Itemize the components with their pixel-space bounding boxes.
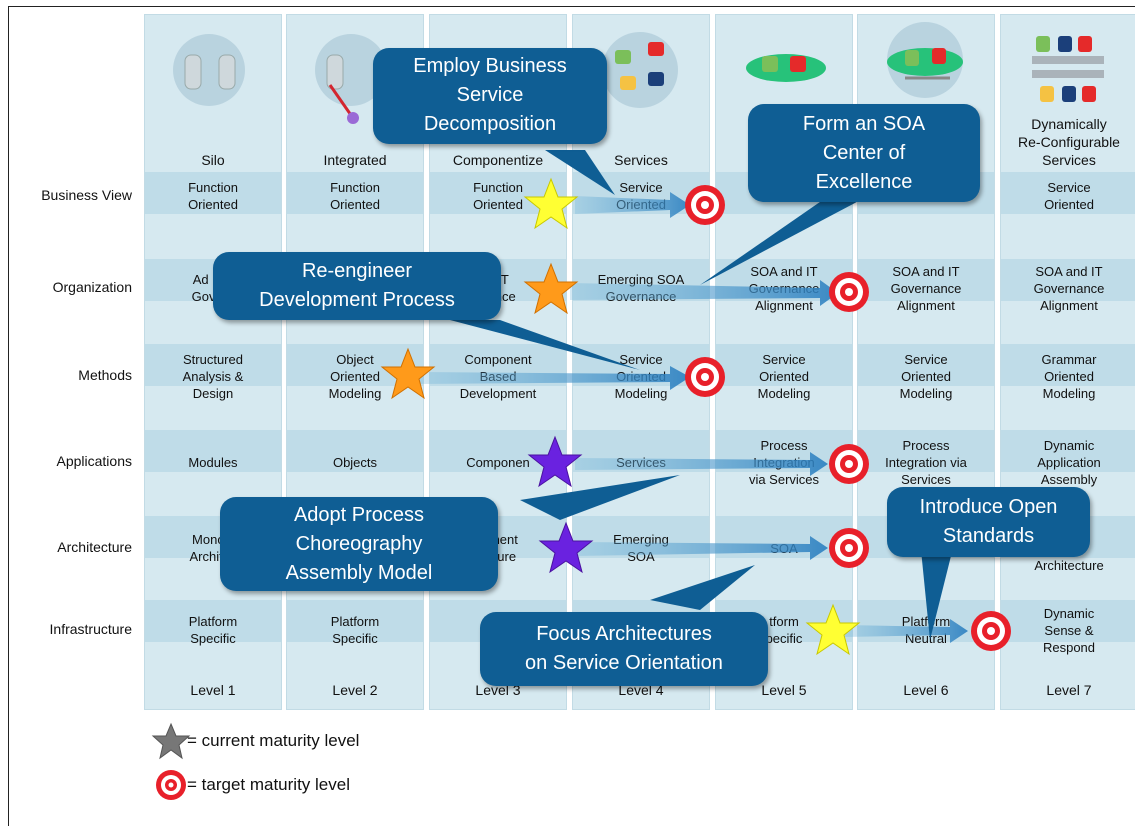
row-band [858, 430, 994, 472]
legend-star-icon [151, 722, 191, 760]
column-header: Services [614, 152, 668, 168]
virtualized-services-icon [887, 22, 963, 98]
level-label: Level 1 [190, 682, 236, 698]
silo-icon [173, 34, 245, 106]
maturity-cell: Process Integration via Services [885, 437, 967, 487]
target-methods-level4 [685, 357, 725, 397]
arrow-applications [575, 452, 828, 476]
row-band [145, 600, 281, 642]
callout-focus-architectures: Focus Architectures on Service Orientati… [480, 612, 768, 686]
dynamic-services-icon [1032, 36, 1104, 102]
row-band [1001, 430, 1135, 472]
star-applications-level3 [527, 435, 583, 488]
maturity-cell: Function Oriented [188, 180, 238, 212]
figure-frame [8, 6, 1135, 826]
row-band [1001, 172, 1135, 214]
row-label: Organization [52, 279, 132, 295]
maturity-cell: SOA and IT Governance Alignment [890, 263, 962, 313]
maturity-cell: tform pecific [765, 614, 803, 646]
column-header: Dynamically Re-Configurable Services [1018, 116, 1120, 168]
row-band [287, 172, 423, 214]
maturity-cell: Objects [332, 454, 378, 470]
star-architecture-level3 [538, 521, 594, 574]
arrow-organization [570, 280, 838, 306]
row-band [1001, 344, 1135, 386]
maturity-cell: Componen [466, 454, 530, 470]
maturity-cell: SOA and IT Governance Alignment [1033, 263, 1105, 313]
level-label: Level 7 [1046, 682, 1092, 698]
pointer-choreography [520, 475, 680, 520]
pointer-reengineer [450, 320, 640, 370]
level-label: Level 4 [618, 682, 664, 698]
arrow-infrastructure [845, 619, 968, 643]
level-label: Level 6 [903, 682, 949, 698]
row-label: Methods [78, 367, 132, 383]
target-infrastructure-level7 [971, 611, 1011, 651]
legend-current: = current maturity level [187, 731, 360, 750]
target-architecture-level5 [829, 528, 869, 568]
callout-choreography: Adopt Process Choreography Assembly Mode… [220, 497, 498, 591]
row-band [145, 430, 281, 472]
pointer-open-standards [920, 540, 955, 640]
row-band [716, 344, 852, 386]
row-label: Applications [56, 453, 133, 469]
row-band [287, 600, 423, 642]
column-header: Integrated [323, 152, 387, 168]
maturity-cell: Function Oriented [330, 180, 380, 212]
maturity-cell: Structured Analysis & Design [182, 351, 244, 401]
level-label: Level 2 [332, 682, 378, 698]
maturity-cell: Service Oriented Modeling [899, 351, 953, 401]
row-band [1001, 600, 1135, 642]
level-label: Level 3 [475, 682, 521, 698]
star-methods-level2 [380, 347, 436, 400]
composite-services-icon [746, 54, 826, 82]
callout-reengineer: Re-engineer Development Process [213, 252, 501, 320]
services-icon [602, 32, 678, 108]
arrow-business-view [575, 192, 690, 218]
maturity-cell: Dynamic Sense & Respond [1042, 605, 1096, 655]
column-icons [173, 22, 1104, 124]
maturity-cell: Platform Specific [188, 614, 238, 646]
maturity-cell: Grammar Oriented Modeling [1041, 351, 1097, 401]
callout-open-standards: Introduce Open Standards [887, 487, 1090, 557]
arrow-architecture [575, 536, 828, 560]
row-band [858, 344, 994, 386]
maturity-cell: Platform Specific [330, 614, 380, 646]
row-label: Infrastructure [49, 621, 132, 637]
arrow-methods [420, 366, 690, 390]
row-band [145, 344, 281, 386]
callout-business-decomposition: Employ Business Service Decomposition [373, 48, 607, 144]
star-infrastructure-level5 [805, 603, 861, 656]
star-organization-level3 [523, 262, 579, 315]
row-band [287, 430, 423, 472]
column-header: Silo [201, 152, 225, 168]
row-band [858, 259, 994, 301]
target-business-view-level4 [685, 185, 725, 225]
integrated-icon [315, 34, 387, 124]
target-applications-level5 [829, 444, 869, 484]
maturity-cell: Service Oriented [1044, 180, 1094, 212]
pointer-focus [650, 565, 755, 610]
maturity-cell: Modules [188, 454, 238, 470]
pointer-business [545, 150, 615, 195]
legend-target: = target maturity level [187, 775, 350, 794]
callout-soa-center: Form an SOA Center of Excellence [748, 104, 980, 202]
maturity-cell: Object Oriented Modeling [328, 351, 382, 401]
column-header: Componentize [452, 152, 544, 168]
row-band [145, 172, 281, 214]
level-label: Level 5 [761, 682, 807, 698]
maturity-cell: Function Oriented [473, 180, 523, 212]
row-label: Architecture [57, 539, 132, 555]
pointer-soa-center [700, 195, 870, 285]
maturity-cell: Service Oriented Modeling [757, 351, 811, 401]
target-organization-level5 [829, 272, 869, 312]
legend-target-icon [156, 770, 186, 800]
row-band [1001, 259, 1135, 301]
row-label: Business View [41, 187, 132, 203]
maturity-cell: Dynamic Application Assembly [1037, 437, 1101, 487]
star-business-view-level3 [523, 177, 579, 230]
